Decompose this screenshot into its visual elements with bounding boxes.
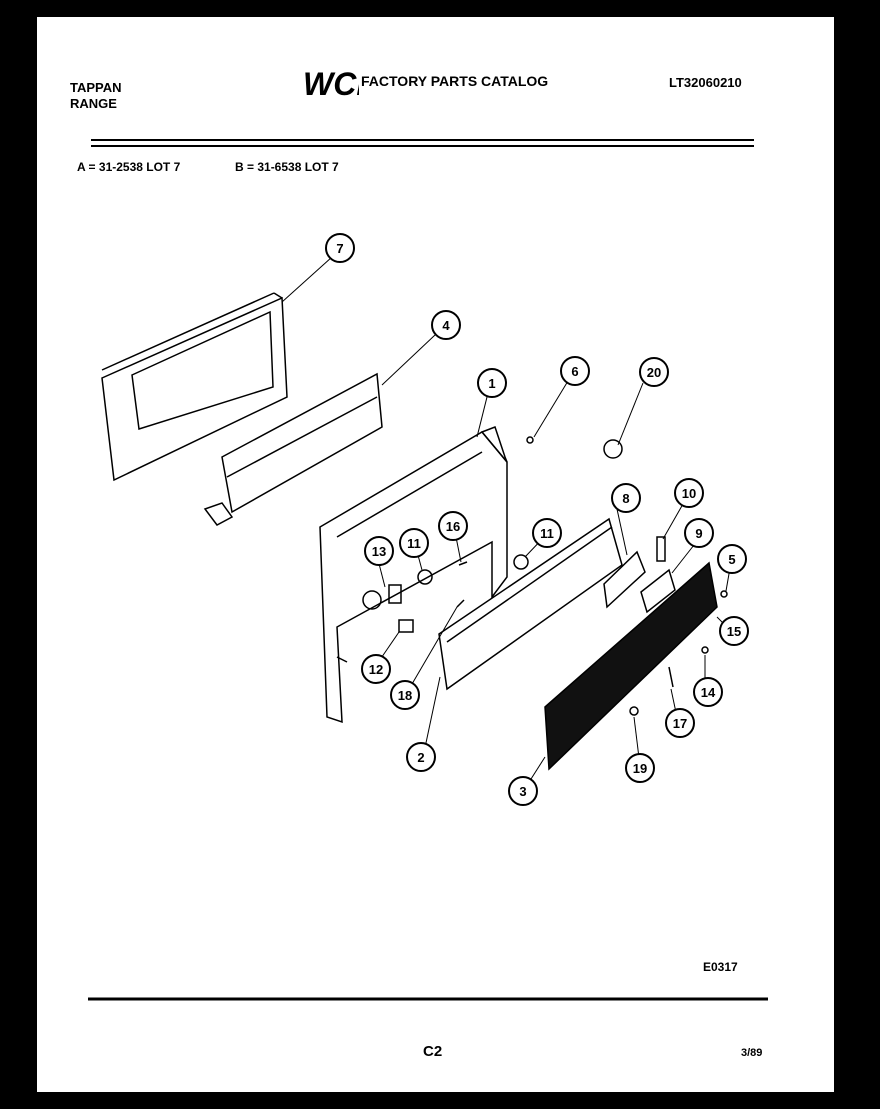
part-4-trim: [203, 372, 383, 526]
part-6-screw: [526, 436, 534, 444]
part-9-lens: [640, 568, 676, 614]
model-number: LT32060210: [669, 75, 742, 90]
svg-text:2: 2: [417, 750, 424, 765]
part-3-grille: [544, 561, 718, 771]
diagram-code: E0317: [703, 960, 738, 974]
callout-10: 10: [674, 478, 704, 508]
part-16-clip: [458, 561, 468, 566]
callout-8: 8: [611, 483, 641, 513]
part-8-clock: [603, 550, 646, 609]
svg-text:1: 1: [488, 376, 495, 391]
part-10-bracket: [656, 536, 666, 562]
lot-b: B = 31-6538 LOT 7: [235, 160, 339, 174]
callout-5: 5: [717, 544, 747, 574]
part-18-clip: [456, 599, 465, 608]
callout-17: 17: [665, 708, 695, 738]
svg-text:14: 14: [701, 685, 716, 700]
callout-11-right: 11: [532, 518, 562, 548]
callout-13: 13: [364, 536, 394, 566]
svg-text:8: 8: [622, 491, 629, 506]
part-2-control-panel: [438, 517, 623, 691]
brand-line-1: TAPPAN: [70, 80, 122, 95]
callout-9: 9: [684, 518, 714, 548]
svg-text:4: 4: [442, 318, 450, 333]
part-11-switch-right: [513, 554, 529, 570]
part-20-light: [603, 439, 623, 459]
callouts: 1 2 3 4 5 6 7 8 9 10 11 11 12 13 14 15 1…: [325, 233, 749, 806]
svg-text:7: 7: [336, 241, 343, 256]
svg-text:18: 18: [398, 688, 412, 703]
callout-14: 14: [693, 677, 723, 707]
callout-11-left: 11: [399, 528, 429, 558]
part-11-switch-left: [417, 569, 433, 585]
page-code: C2: [423, 1043, 443, 1060]
part-14-clip: [701, 646, 709, 654]
callout-19: 19: [625, 753, 655, 783]
callout-18: 18: [390, 680, 420, 710]
brand-name: TAPPAN RANGE: [70, 80, 122, 112]
leader-lines: [281, 256, 732, 791]
svg-text:11: 11: [540, 526, 554, 541]
wci-logo: WCI: [303, 67, 359, 99]
callout-20: 20: [639, 357, 669, 387]
callout-16: 16: [438, 511, 468, 541]
part-13-knob: [362, 590, 382, 610]
svg-text:15: 15: [727, 624, 741, 639]
svg-text:5: 5: [728, 552, 735, 567]
logo-text: WCI: [303, 67, 359, 99]
svg-text:9: 9: [695, 526, 702, 541]
svg-text:10: 10: [682, 486, 696, 501]
part-12-switch: [398, 619, 414, 633]
svg-text:11: 11: [407, 536, 421, 551]
part-17-screw: [668, 666, 674, 688]
part-13-switch: [388, 584, 402, 604]
part-7-frame: [101, 292, 288, 482]
lot-a: A = 31-2538 LOT 7: [77, 160, 181, 174]
catalog-title: FACTORY PARTS CATALOG: [361, 73, 549, 89]
svg-text:16: 16: [446, 519, 460, 534]
svg-text:19: 19: [633, 761, 647, 776]
callout-7: 7: [325, 233, 355, 263]
svg-text:13: 13: [372, 544, 386, 559]
part-5-screw: [720, 590, 728, 598]
part-19-screw: [629, 706, 639, 716]
svg-text:20: 20: [647, 365, 661, 380]
svg-text:6: 6: [571, 364, 578, 379]
svg-text:12: 12: [369, 662, 383, 677]
svg-text:3: 3: [519, 784, 526, 799]
callout-4: 4: [431, 310, 461, 340]
callout-2: 2: [406, 742, 436, 772]
svg-text:17: 17: [673, 716, 687, 731]
callout-6: 6: [560, 356, 590, 386]
callout-15: 15: [719, 616, 749, 646]
callout-3: 3: [508, 776, 538, 806]
brand-line-2: RANGE: [70, 96, 117, 111]
exploded-parts-diagram: 1 2 3 4 5 6 7 8 9 10 11 11 12 13 14 15 1…: [88, 139, 768, 1001]
part-1-backguard: [319, 426, 508, 724]
catalog-page: TAPPAN RANGE WCI FACTORY PARTS CATALOG L…: [37, 17, 834, 1092]
callout-1: 1: [477, 368, 507, 398]
callout-12: 12: [361, 654, 391, 684]
catalog-date: 3/89: [741, 1047, 763, 1059]
